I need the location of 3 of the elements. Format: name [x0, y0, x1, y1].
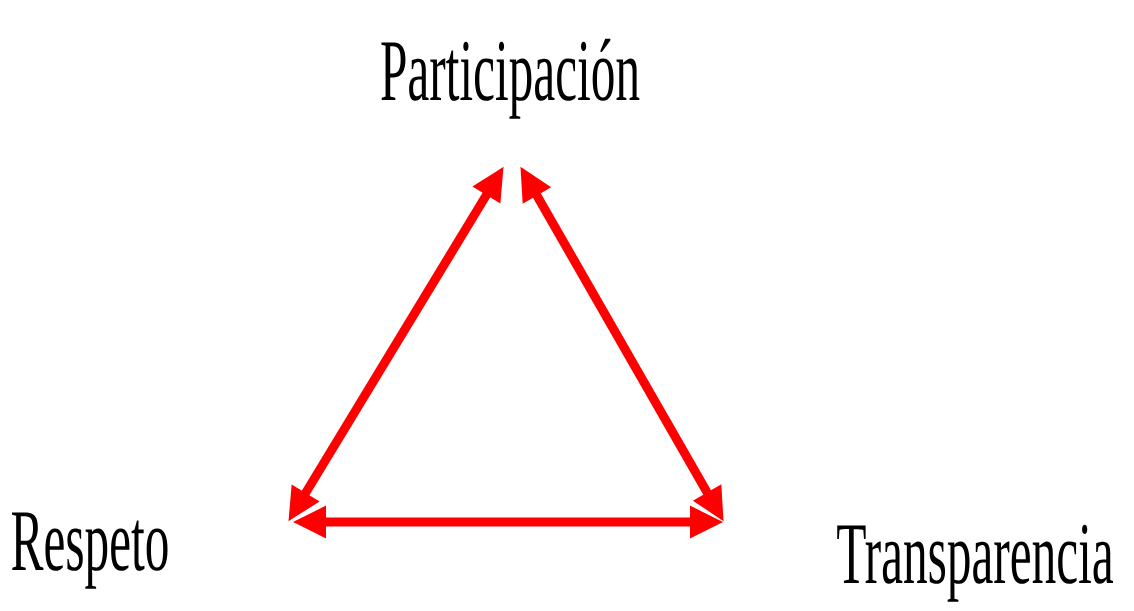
- word-label: Respeto: [12, 512, 168, 589]
- word-label: Transparencia: [837, 524, 1114, 602]
- word-label: Participación: [381, 38, 640, 119]
